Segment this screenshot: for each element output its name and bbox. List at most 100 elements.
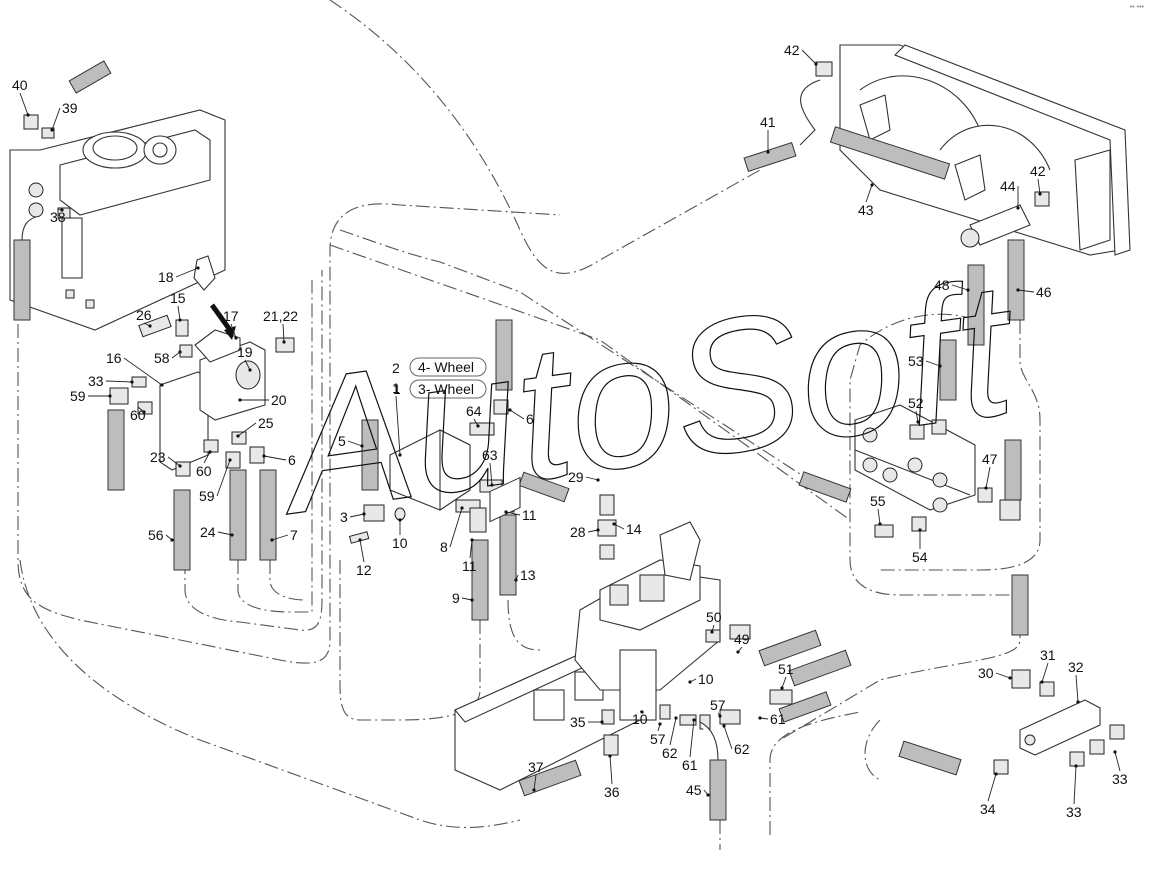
callout-3: 3 xyxy=(340,509,348,525)
leader-line-48 xyxy=(951,284,969,291)
callout-37: 37 xyxy=(528,759,544,775)
leader-dot xyxy=(238,398,242,402)
leader-dot xyxy=(736,650,740,654)
leader-dot xyxy=(1040,680,1044,684)
leader-line-18 xyxy=(175,267,199,278)
callout-35: 35 xyxy=(570,714,586,730)
route-hose45 xyxy=(719,711,861,850)
leader-dot xyxy=(608,754,612,758)
callout-15: 15 xyxy=(170,290,186,306)
leader-dot xyxy=(658,722,662,726)
leader-line-55 xyxy=(877,508,881,525)
leader-dot xyxy=(50,128,54,132)
leader-line-52 xyxy=(915,410,919,423)
callout-28: 28 xyxy=(570,524,586,540)
leader-line-12 xyxy=(359,539,365,563)
solenoid-manifold[interactable] xyxy=(107,255,295,571)
route-cooler-right xyxy=(880,320,1041,571)
leader-dot xyxy=(398,518,402,522)
leader-dot xyxy=(358,538,362,542)
leader-line-33 xyxy=(1073,765,1077,805)
leader-dot xyxy=(470,598,474,602)
leader-dot xyxy=(476,424,480,428)
callout-6: 6 xyxy=(526,411,534,427)
control-valve-block[interactable] xyxy=(348,319,852,621)
leader-dot xyxy=(282,340,286,344)
route-valve-center xyxy=(339,229,841,501)
leader-dot xyxy=(234,336,238,340)
callout-10: 10 xyxy=(698,671,714,687)
leader-line-42 xyxy=(1037,178,1041,195)
leader-line-6 xyxy=(263,455,287,461)
leader-dot xyxy=(532,788,536,792)
callout-44: 44 xyxy=(1000,178,1016,194)
pump-motor-assembly[interactable] xyxy=(454,476,852,821)
leader-line-6 xyxy=(509,409,525,420)
leader-line-14 xyxy=(613,523,625,530)
leader-line-33 xyxy=(105,380,133,383)
callout-39: 39 xyxy=(62,100,78,116)
callout-18: 18 xyxy=(158,269,174,285)
callout-19: 19 xyxy=(237,344,253,360)
leader-line-24 xyxy=(217,531,233,536)
leader-line-51 xyxy=(781,676,787,689)
route-bottom xyxy=(19,559,521,828)
leader-dot xyxy=(1016,288,1020,292)
leader-dot xyxy=(26,113,30,117)
leader-dot xyxy=(178,318,182,322)
callout-2: 2 xyxy=(392,360,400,376)
callout-38: 38 xyxy=(50,209,66,225)
tag-3-wheel xyxy=(409,379,487,399)
junction-block[interactable] xyxy=(898,669,1125,776)
leader-dot xyxy=(490,483,494,487)
leader-line-58 xyxy=(171,351,181,359)
leader-dot xyxy=(362,512,366,516)
route-hose9 xyxy=(339,560,481,721)
leader-line-8 xyxy=(449,507,463,548)
leader-dot xyxy=(398,453,402,457)
callout-8: 8 xyxy=(440,539,448,555)
leader-line-46 xyxy=(1017,289,1035,293)
callout-11: 11 xyxy=(522,507,537,523)
hydraulic-tank[interactable] xyxy=(9,60,226,331)
callout-47: 47 xyxy=(982,451,998,467)
distribution-manifold[interactable] xyxy=(854,339,1029,636)
callout-14: 14 xyxy=(626,521,642,537)
leader-dot xyxy=(1008,676,1012,680)
callout-43: 43 xyxy=(858,202,874,218)
leader-dot xyxy=(504,510,508,514)
leader-line-17 xyxy=(230,323,237,339)
callout-63: 63 xyxy=(482,447,498,463)
callout-50: 50 xyxy=(706,609,722,625)
callout-56: 56 xyxy=(148,527,164,543)
leader-dot xyxy=(228,458,232,462)
leader-dot xyxy=(596,528,600,532)
callout-49: 49 xyxy=(734,631,750,647)
leader-line-16 xyxy=(123,357,163,386)
callout-53: 53 xyxy=(908,353,924,369)
callout-23: 23 xyxy=(150,449,166,465)
callout-60: 60 xyxy=(130,407,146,423)
leader-dot xyxy=(208,450,212,454)
callout-64: 64 xyxy=(466,403,482,419)
leader-line-23 xyxy=(167,456,181,467)
arrow-icon xyxy=(209,303,233,332)
callout-12: 12 xyxy=(356,562,372,578)
leader-dot xyxy=(248,368,252,372)
leader-dot xyxy=(230,533,234,537)
leader-dot xyxy=(600,720,604,724)
callout-25: 25 xyxy=(258,415,274,431)
leader-line-42 xyxy=(801,49,817,65)
leader-line-5 xyxy=(347,440,363,447)
leader-line-31 xyxy=(1041,662,1049,683)
callout-33: 33 xyxy=(1066,804,1082,820)
leader-line-30 xyxy=(995,672,1011,679)
leader-dot xyxy=(878,522,882,526)
leader-dot xyxy=(360,444,364,448)
route-right-lower xyxy=(779,600,1021,741)
leader-line-7 xyxy=(271,534,289,541)
leader-dot xyxy=(916,420,920,424)
leader-dot xyxy=(1113,750,1117,754)
leader-dot xyxy=(938,364,942,368)
route-manifold-loop xyxy=(849,313,1010,596)
